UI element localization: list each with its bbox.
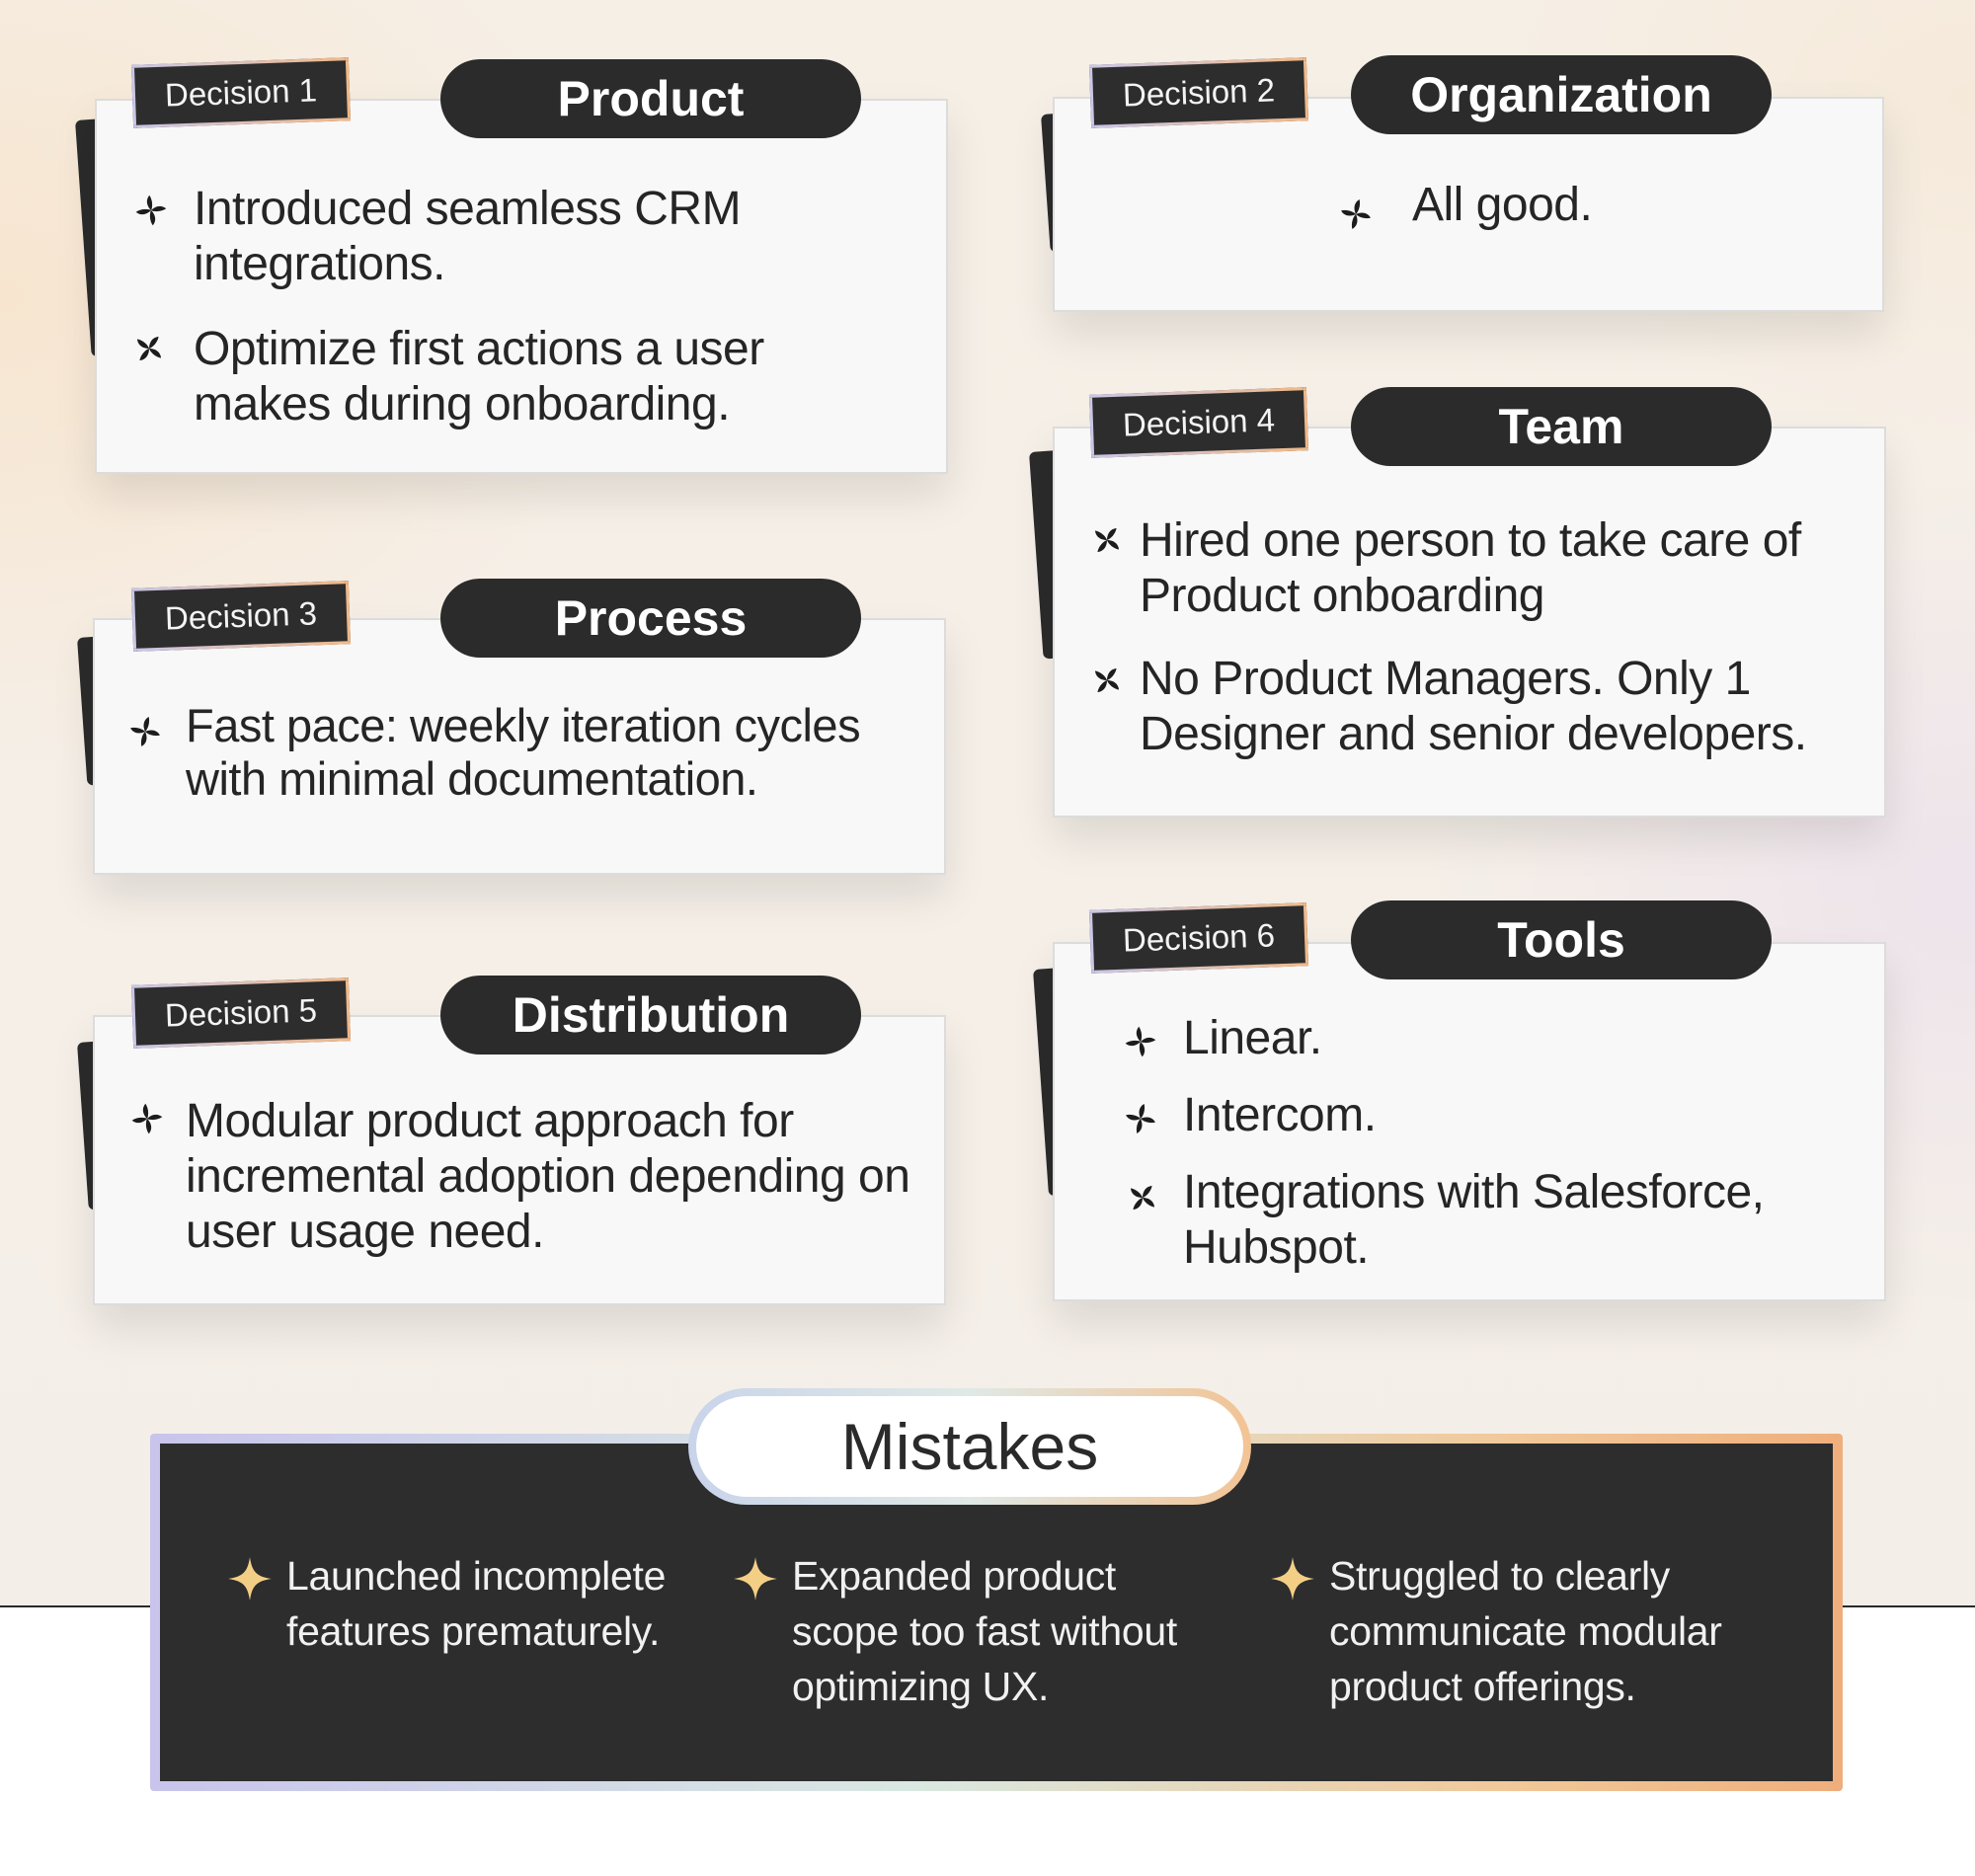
sparkle-icon [1270, 1556, 1315, 1602]
pinwheel-icon [134, 194, 168, 227]
decision-title: Tools [1351, 900, 1772, 979]
list-item: No Product Managers. Only 1 Designer and… [1140, 653, 1807, 760]
list-item: Integrations with Salesforce, Hubspot. [1183, 1166, 1765, 1274]
pinwheel-icon [1124, 1025, 1157, 1058]
list-item: Introduced seamless CRM integrations. [194, 183, 742, 290]
card-body [93, 618, 946, 875]
sparkle-icon [227, 1556, 273, 1602]
list-item: Linear. [1183, 1012, 1322, 1064]
mistakes-title: Mistakes [696, 1396, 1243, 1497]
decision-title: Distribution [440, 976, 861, 1055]
decision-tag: Decision 4 [1088, 387, 1309, 458]
decision-title: Product [440, 59, 861, 138]
decision-title: Process [440, 579, 861, 658]
card-body [95, 99, 948, 474]
list-item: Fast pace: weekly iteration cycles with … [186, 699, 861, 805]
sparkle-icon [733, 1556, 778, 1602]
decision-tag: Decision 5 [130, 977, 352, 1049]
list-item: All good. [1412, 179, 1593, 231]
list-item: Intercom. [1183, 1089, 1377, 1141]
card-body [93, 1015, 946, 1305]
decision-tag: Decision 1 [130, 57, 352, 128]
decision-title: Organization [1351, 55, 1772, 134]
card-body [1053, 427, 1886, 818]
list-item: Modular product approach for incremental… [186, 1095, 910, 1258]
list-item: Hired one person to take care of Product… [1140, 514, 1801, 622]
mistake-item: Expanded product scope too fast without … [792, 1553, 1177, 1709]
list-item: Optimize first actions a user makes duri… [194, 323, 764, 430]
decision-title: Team [1351, 387, 1772, 466]
decision-tag: Decision 3 [130, 581, 352, 652]
decision-tag: Decision 2 [1088, 57, 1309, 128]
mistake-item: Launched incomplete features prematurely… [286, 1553, 667, 1654]
pinwheel-icon [130, 1102, 164, 1135]
mistake-item: Struggled to clearly communicate modular… [1329, 1553, 1722, 1709]
card-body [1053, 942, 1886, 1301]
decision-tag: Decision 6 [1088, 902, 1309, 974]
